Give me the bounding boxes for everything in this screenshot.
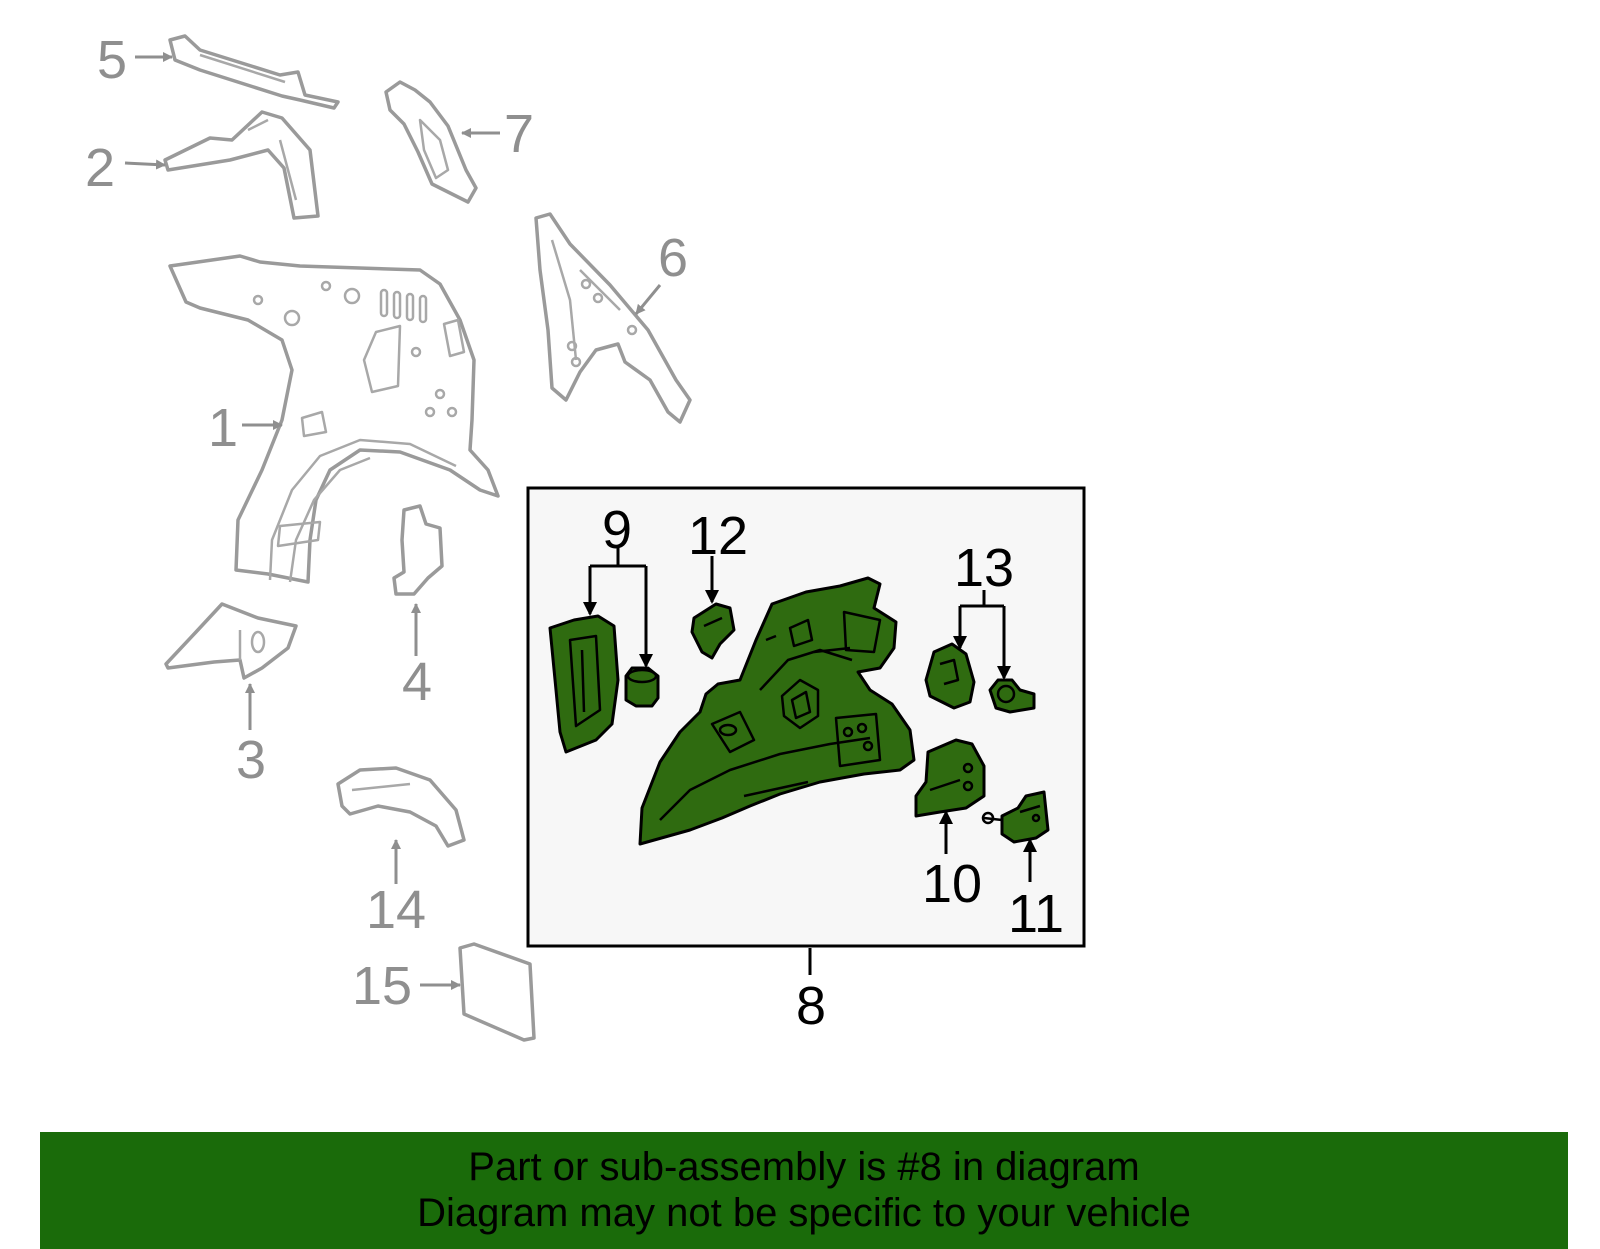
callout-14: 14	[366, 880, 426, 940]
callout-11: 11	[1008, 884, 1064, 944]
callout-10: 10	[922, 854, 982, 914]
part-3-extension	[164, 602, 298, 680]
banner-line-1: Part or sub-assembly is #8 in diagram	[468, 1145, 1140, 1189]
callout-1: 1	[208, 398, 238, 458]
part-13-bracket	[924, 642, 976, 710]
assembly-callout-arrows	[583, 548, 1037, 882]
part-6-pillar-panel	[534, 212, 692, 424]
banner-line-2: Diagram may not be specific to your vehi…	[417, 1191, 1191, 1235]
callout-12: 12	[688, 506, 748, 566]
part-13-fastener	[988, 678, 1036, 714]
part-15-plate	[458, 942, 536, 1042]
part-9-inner-panel	[548, 614, 620, 754]
part-5-upper-rail	[168, 34, 340, 110]
part-7-pillar-bracket	[384, 80, 478, 204]
callout-9: 9	[602, 500, 632, 560]
callout-2: 2	[85, 138, 115, 198]
part-14-liner	[336, 766, 466, 848]
part-4-bracket	[392, 504, 444, 596]
part-10-lower-bracket	[914, 738, 986, 818]
ghost-callout-arrows	[124, 52, 662, 990]
callout-3: 3	[236, 730, 266, 790]
callout-7: 7	[504, 104, 534, 164]
callout-4: 4	[402, 652, 432, 712]
part-8-wheelhouse-panel	[638, 576, 916, 846]
part-9-plug	[624, 666, 660, 708]
callout-6: 6	[658, 228, 688, 288]
part-2-reinforcement	[163, 110, 320, 220]
callout-5: 5	[97, 30, 127, 90]
callout-13: 13	[954, 538, 1014, 598]
callout-8: 8	[796, 976, 826, 1036]
part-12-bracket	[690, 602, 736, 660]
callout-15: 15	[352, 956, 412, 1016]
part-1-quarter-inner-panel	[168, 254, 500, 584]
part-11-hinge-bracket	[981, 790, 1050, 844]
info-banner: Part or sub-assembly is #8 in diagram Di…	[40, 1132, 1568, 1249]
